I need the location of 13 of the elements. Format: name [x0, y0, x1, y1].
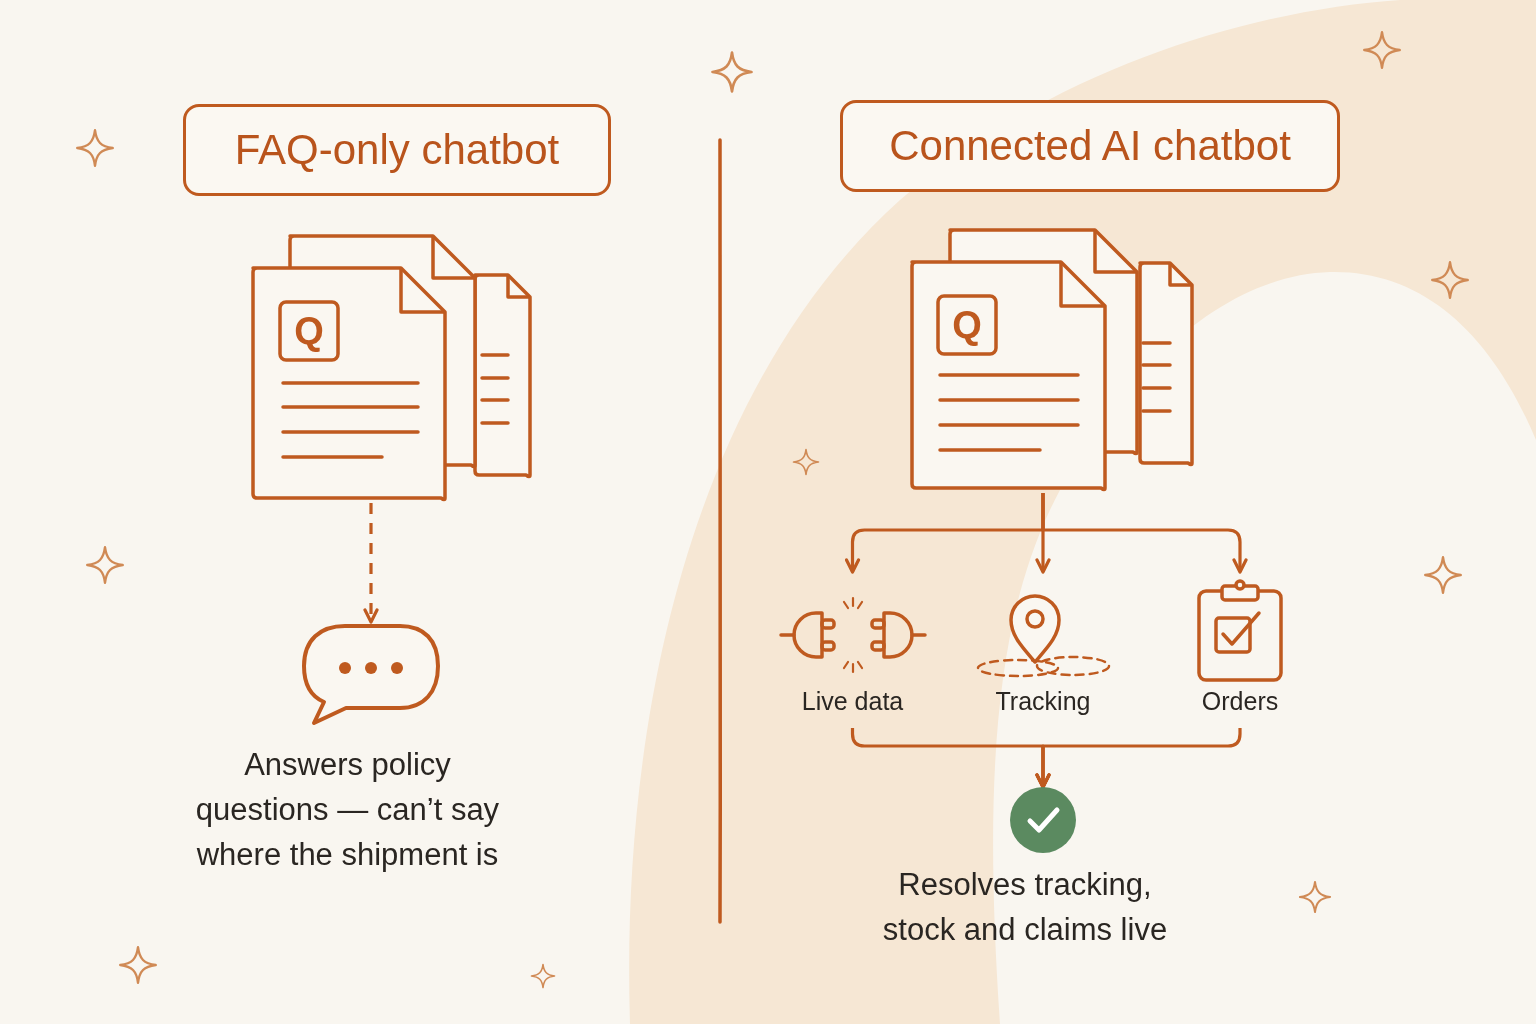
- item-label: Live data: [801, 686, 904, 716]
- title-banner: FAQ-only chatbot: [183, 104, 611, 196]
- document-letter: Q: [293, 309, 325, 354]
- speech-bubble-icon: [300, 622, 442, 726]
- arrow: [363, 503, 379, 624]
- title-banner: Connected AI chatbot: [840, 100, 1340, 192]
- check-circle-icon: [1010, 787, 1076, 853]
- caption-text: Resolves tracking, stock and claims live: [881, 866, 1169, 949]
- caption-text: Answers policy questions — can’t say where the shipment is: [194, 746, 501, 874]
- document-letter: Q: [951, 303, 983, 348]
- arrow: [1041, 493, 1248, 574]
- item-label: Tracking: [995, 686, 1091, 716]
- item-label: Orders: [1201, 686, 1279, 716]
